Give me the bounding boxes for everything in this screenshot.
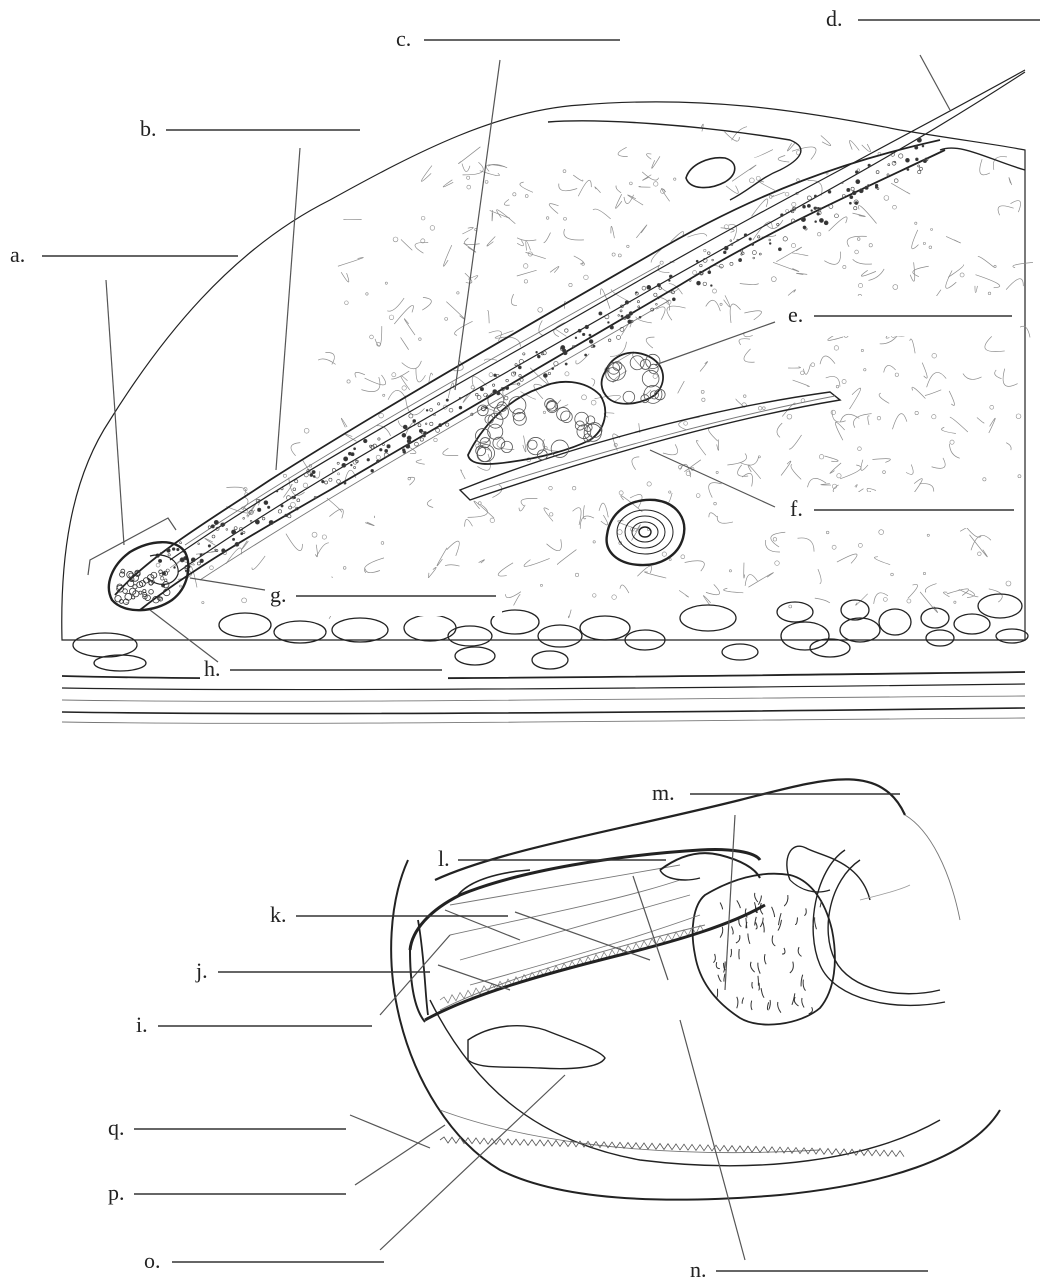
label-h-text: h. — [204, 656, 221, 681]
nail-label-l: l. — [438, 846, 666, 871]
connective-tissue-texture — [126, 124, 1033, 619]
label-g-text: g. — [270, 582, 287, 607]
nail-plate — [410, 849, 765, 1022]
label-j-text: j. — [195, 958, 208, 983]
nail-leader-lines — [350, 815, 745, 1260]
label-b-text: b. — [140, 116, 157, 141]
hair-label-b: b. — [140, 116, 360, 141]
arrector-pili-muscle — [460, 392, 840, 500]
nail-label-o: o. — [144, 1248, 384, 1273]
label-a-text: a. — [10, 242, 25, 267]
label-i-text: i. — [136, 1012, 148, 1037]
nail-label-q: q. — [108, 1115, 346, 1140]
label-p-text: p. — [108, 1180, 125, 1205]
hair-label-c: c. — [396, 26, 620, 51]
label-m-text: m. — [652, 780, 675, 805]
label-d-text: d. — [826, 6, 843, 31]
nail-label-j: j. — [195, 958, 430, 983]
nail-label-m: m. — [652, 780, 900, 805]
label-k-text: k. — [270, 902, 287, 927]
hair-leader-lines — [106, 55, 950, 662]
hair-bulb — [109, 542, 188, 610]
nail-figure: i. j. k. l. m. n. o. p. — [108, 779, 1000, 1282]
dermis-outline — [62, 102, 1025, 640]
nail-bed-tissue — [468, 1026, 605, 1069]
label-l-text: l. — [438, 846, 450, 871]
label-n-text: n. — [690, 1257, 707, 1282]
nail-label-n: n. — [690, 1257, 928, 1282]
label-f-text: f. — [790, 496, 803, 521]
epidermis-surface — [548, 121, 801, 200]
label-panel-g — [270, 578, 502, 616]
nail-label-p: p. — [108, 1180, 346, 1205]
label-o-text: o. — [144, 1248, 161, 1273]
label-e-text: e. — [788, 302, 803, 327]
hair-label-d: d. — [826, 6, 1040, 31]
label-c-text: c. — [396, 26, 411, 51]
hair-follicle-figure: a. b. c. d. e. f. g. h. — [10, 6, 1040, 723]
hair-label-a: a. — [10, 242, 238, 267]
hair-follicle — [115, 70, 1025, 610]
joint-outline — [828, 860, 940, 994]
sweat-duct — [686, 158, 735, 188]
blood-vessel — [607, 500, 685, 565]
nail-label-i: i. — [136, 1012, 372, 1037]
label-q-text: q. — [108, 1115, 125, 1140]
label-panel-h — [200, 650, 448, 684]
nail-label-k: k. — [270, 902, 508, 927]
bracket-a — [88, 518, 176, 575]
distal-phalanx — [693, 874, 835, 1025]
